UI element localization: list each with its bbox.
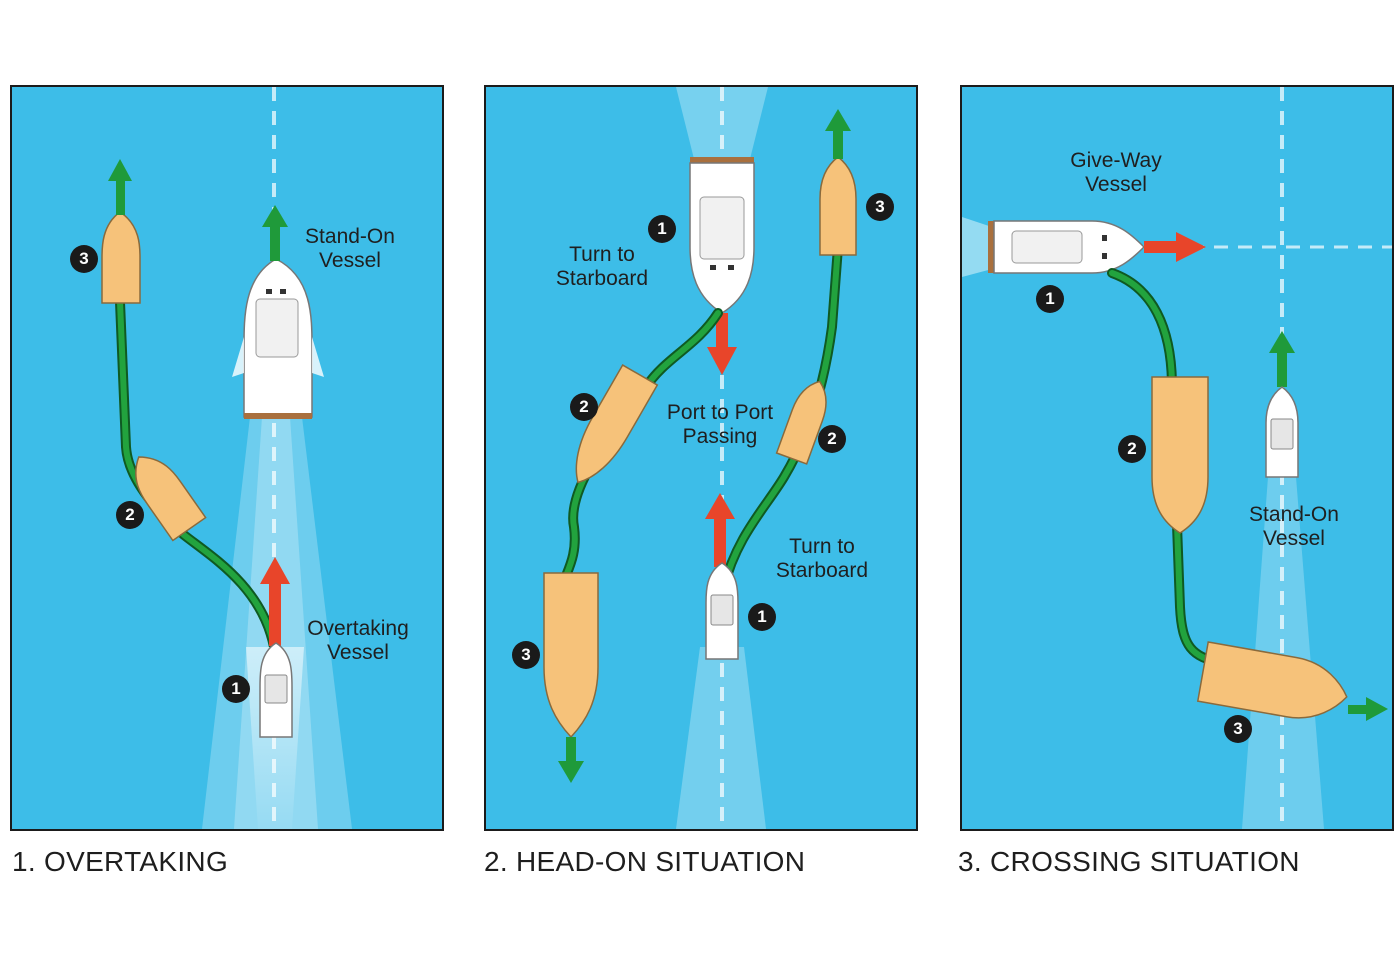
- overtaking-label: Overtaking Vessel: [307, 617, 409, 664]
- red-arrow: [260, 557, 290, 646]
- step-badge-2: 2: [570, 393, 598, 421]
- step-badge-3: 3: [1224, 715, 1252, 743]
- step-badge-2-right: 2: [818, 425, 846, 453]
- stand-on-label: Stand-On Vessel: [305, 225, 395, 272]
- green-arrow: [1269, 331, 1295, 387]
- step-badge-3: 3: [512, 641, 540, 669]
- proxy-boat-3: [1196, 641, 1348, 719]
- give-way-vessel: [988, 220, 1146, 274]
- step-badge-1: 1: [222, 675, 250, 703]
- head-on-panel: Turn to Starboard Port to Port Passing T…: [484, 85, 918, 831]
- step-badge-2: 2: [116, 501, 144, 529]
- turn-starboard-label-bottom: Turn to Starboard: [775, 535, 869, 582]
- green-arrow: [1348, 697, 1388, 721]
- give-way-label: Give-Way Vessel: [1070, 149, 1162, 196]
- crossing-panel: Give-Way Vessel Stand-On Vessel 1 2 3: [960, 85, 1394, 831]
- head-on-vessel-top: [689, 157, 755, 314]
- wake: [676, 647, 766, 829]
- port-to-port-label: Port to Port Passing: [666, 401, 774, 448]
- step-badge-1: 1: [648, 215, 676, 243]
- proxy-boat-2: [575, 364, 659, 484]
- stand-on-label: Stand-On Vessel: [1249, 503, 1339, 550]
- proxy-boat-2: [135, 456, 207, 542]
- stand-on-vessel: [1265, 386, 1299, 478]
- green-arrow: [262, 205, 288, 261]
- head-on-diagram: [543, 87, 857, 829]
- crossing-diagram: [962, 87, 1392, 829]
- caption-overtaking: 1. OVERTAKING: [12, 846, 229, 877]
- step-badge-2: 2: [1118, 435, 1146, 463]
- wake: [676, 87, 768, 167]
- stand-on-vessel: [232, 258, 324, 419]
- overtaking-diagram: [101, 87, 352, 829]
- overtaking-panel: Stand-On Vessel Overtaking Vessel 1 2 3: [10, 85, 444, 831]
- red-arrow: [707, 313, 737, 375]
- path: [117, 299, 277, 650]
- wake: [962, 217, 992, 277]
- proxy-boat-3: [543, 572, 599, 739]
- caption-crossing: 3. CROSSING SITUATION: [958, 846, 1300, 877]
- step-badge-3-right: 3: [866, 193, 894, 221]
- proxy-boat-2: [1151, 376, 1209, 534]
- proxy-boat-3: [101, 211, 141, 304]
- red-arrow: [705, 493, 735, 567]
- caption-head-on: 2. HEAD-ON SITUATION: [484, 846, 806, 877]
- proxy-boat-2-right: [775, 380, 827, 465]
- green-arrow: [558, 737, 584, 783]
- overtaking-vessel: [259, 642, 293, 738]
- path: [721, 244, 841, 590]
- turn-starboard-label-top: Turn to Starboard: [555, 243, 649, 290]
- step-badge-1-right: 1: [748, 603, 776, 631]
- step-badge-3: 3: [70, 245, 98, 273]
- head-on-vessel-bottom: [705, 562, 739, 660]
- wake: [1242, 477, 1324, 829]
- green-arrow: [108, 159, 132, 215]
- red-arrow: [1144, 232, 1206, 262]
- proxy-boat-3-right: [819, 156, 857, 256]
- step-badge-1: 1: [1036, 285, 1064, 313]
- green-arrow: [825, 109, 851, 159]
